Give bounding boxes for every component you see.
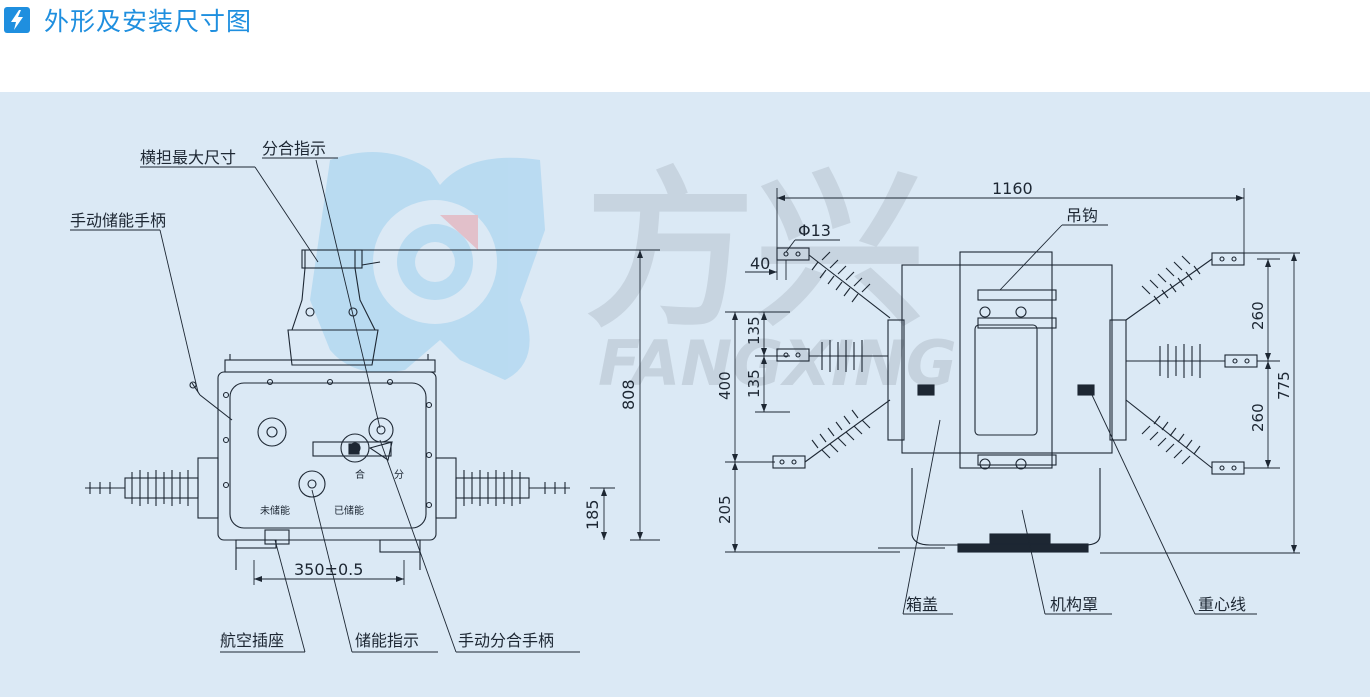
label-storage-indicator: 储能指示 xyxy=(355,631,419,650)
dim-135a: 135 xyxy=(745,316,763,345)
dim-775: 775 xyxy=(1275,371,1293,400)
label-crossarm-max: 横担最大尺寸 xyxy=(140,148,236,167)
label-stored: 已储能 xyxy=(334,504,364,517)
dim-width-total: 1160 xyxy=(992,179,1033,198)
label-mechanism-cover: 机构罩 xyxy=(1050,595,1098,614)
label-manual-open-close-handle: 手动分合手柄 xyxy=(458,631,554,650)
dim-205: 205 xyxy=(716,495,734,524)
watermark-brand-en: FANGXING xyxy=(598,327,957,400)
dim-hole-dia: Φ13 xyxy=(798,221,831,240)
left-dim-arrows xyxy=(254,250,643,582)
label-tank-cover: 箱盖 xyxy=(906,595,938,614)
label-aviation-socket: 航空插座 xyxy=(220,631,284,650)
left-view-leaders xyxy=(70,157,660,653)
right-dim-arrows xyxy=(732,195,1297,553)
dim-height-low: 185 xyxy=(583,499,602,530)
label-gravity-line: 重心线 xyxy=(1198,595,1246,614)
dim-mount-spacing: 350±0.5 xyxy=(294,560,363,579)
watermark-logo xyxy=(310,152,545,380)
dim-400: 400 xyxy=(716,371,734,400)
label-manual-storage-handle: 手动储能手柄 xyxy=(70,211,166,230)
label-open: 分 xyxy=(394,469,404,481)
watermark-brand-cn: 方兴 xyxy=(585,153,925,351)
label-hook: 吊钩 xyxy=(1066,206,1098,225)
drawing-panel: 方兴 FANGXING xyxy=(0,92,1370,697)
left-view-drawing xyxy=(85,249,570,570)
label-not-stored: 未储能 xyxy=(260,504,290,517)
right-view-drawing xyxy=(772,247,1258,553)
installation-drawing: 方兴 FANGXING xyxy=(70,139,1300,653)
dim-height-total: 808 xyxy=(619,379,638,410)
page-header: 外形及安装尺寸图 xyxy=(0,0,1370,92)
dim-260a: 260 xyxy=(1249,301,1267,330)
lightning-icon xyxy=(4,7,30,33)
label-close: 合 xyxy=(355,468,365,481)
page-title: 外形及安装尺寸图 xyxy=(44,7,253,36)
dim-40: 40 xyxy=(750,254,770,273)
label-open-close-indicator: 分合指示 xyxy=(262,139,326,158)
dim-260b: 260 xyxy=(1249,403,1267,432)
dim-135b: 135 xyxy=(745,369,763,398)
